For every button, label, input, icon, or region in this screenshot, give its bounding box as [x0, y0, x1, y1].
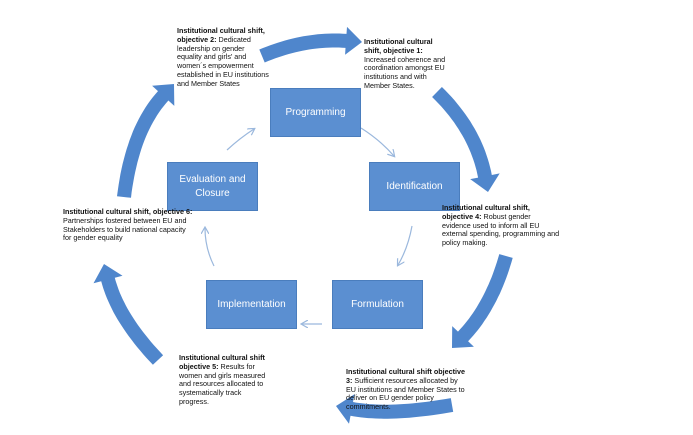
objective-3-heading: Institutional cultural shift objective 3…: [346, 367, 466, 385]
cycle-arrow-bottom: [336, 394, 454, 424]
objective-6-note: Institutional cultural shift, objective …: [63, 207, 193, 243]
stage-evaluation-closure: Evaluation and Closure: [167, 162, 258, 211]
objective-4-heading: Institutional cultural shift, objective …: [442, 203, 530, 221]
connector-evaluation-programming: [226, 129, 254, 151]
stage-implementation-label: Implementation: [217, 298, 286, 310]
objective-6-body: Partnerships fostered between EU and Sta…: [63, 215, 187, 243]
stage-implementation: Implementation: [206, 280, 297, 329]
cycle-arrow-right-lower: [452, 254, 513, 348]
cycle-arrow-left-upper: [117, 84, 175, 198]
objective-2-heading: Institutional cultural shift, objective …: [177, 26, 265, 44]
cycle-arrow-left-lower: [93, 264, 164, 365]
objective-3-body: Sufficient resources allocated by EU ins…: [346, 375, 465, 412]
stage-identification: Identification: [369, 162, 460, 211]
connector-identification-formulation: [398, 225, 413, 265]
cycle-arrow-top: [259, 26, 362, 63]
cycle-arrow-right-upper: [432, 87, 500, 192]
stage-formulation: Formulation: [332, 280, 423, 329]
objective-1-body: Increased coherence and coordination amo…: [364, 54, 446, 90]
stage-programming-label: Programming: [285, 106, 346, 118]
objective-5-body: Results for women and girls measured and…: [179, 361, 266, 406]
stage-formulation-label: Formulation: [351, 298, 404, 310]
objective-4-note: Institutional cultural shift, objective …: [442, 203, 560, 248]
stage-evaluation-label: Evaluation and Closure: [179, 174, 246, 199]
connector-implementation-evaluation: [205, 228, 215, 267]
objective-1-heading: Institutional cultural shift, objective …: [364, 37, 433, 55]
connector-programming-identification: [360, 127, 394, 156]
objective-3-note: Institutional cultural shift objective 3…: [346, 367, 466, 412]
objective-1-note: Institutional cultural shift, objective …: [364, 37, 450, 91]
objective-2-note: Institutional cultural shift, objective …: [177, 26, 269, 88]
objective-2-body: Dedicated leadership on gender equality …: [177, 34, 269, 88]
stage-identification-label: Identification: [386, 180, 443, 192]
objective-5-heading: Institutional cultural shift objective 5…: [179, 353, 265, 371]
stage-programming: Programming: [270, 88, 361, 137]
objective-5-note: Institutional cultural shift objective 5…: [179, 353, 267, 407]
objective-4-body: Robust gender evidence used to inform al…: [442, 211, 560, 248]
objective-6-heading: Institutional cultural shift, objective …: [63, 207, 193, 216]
